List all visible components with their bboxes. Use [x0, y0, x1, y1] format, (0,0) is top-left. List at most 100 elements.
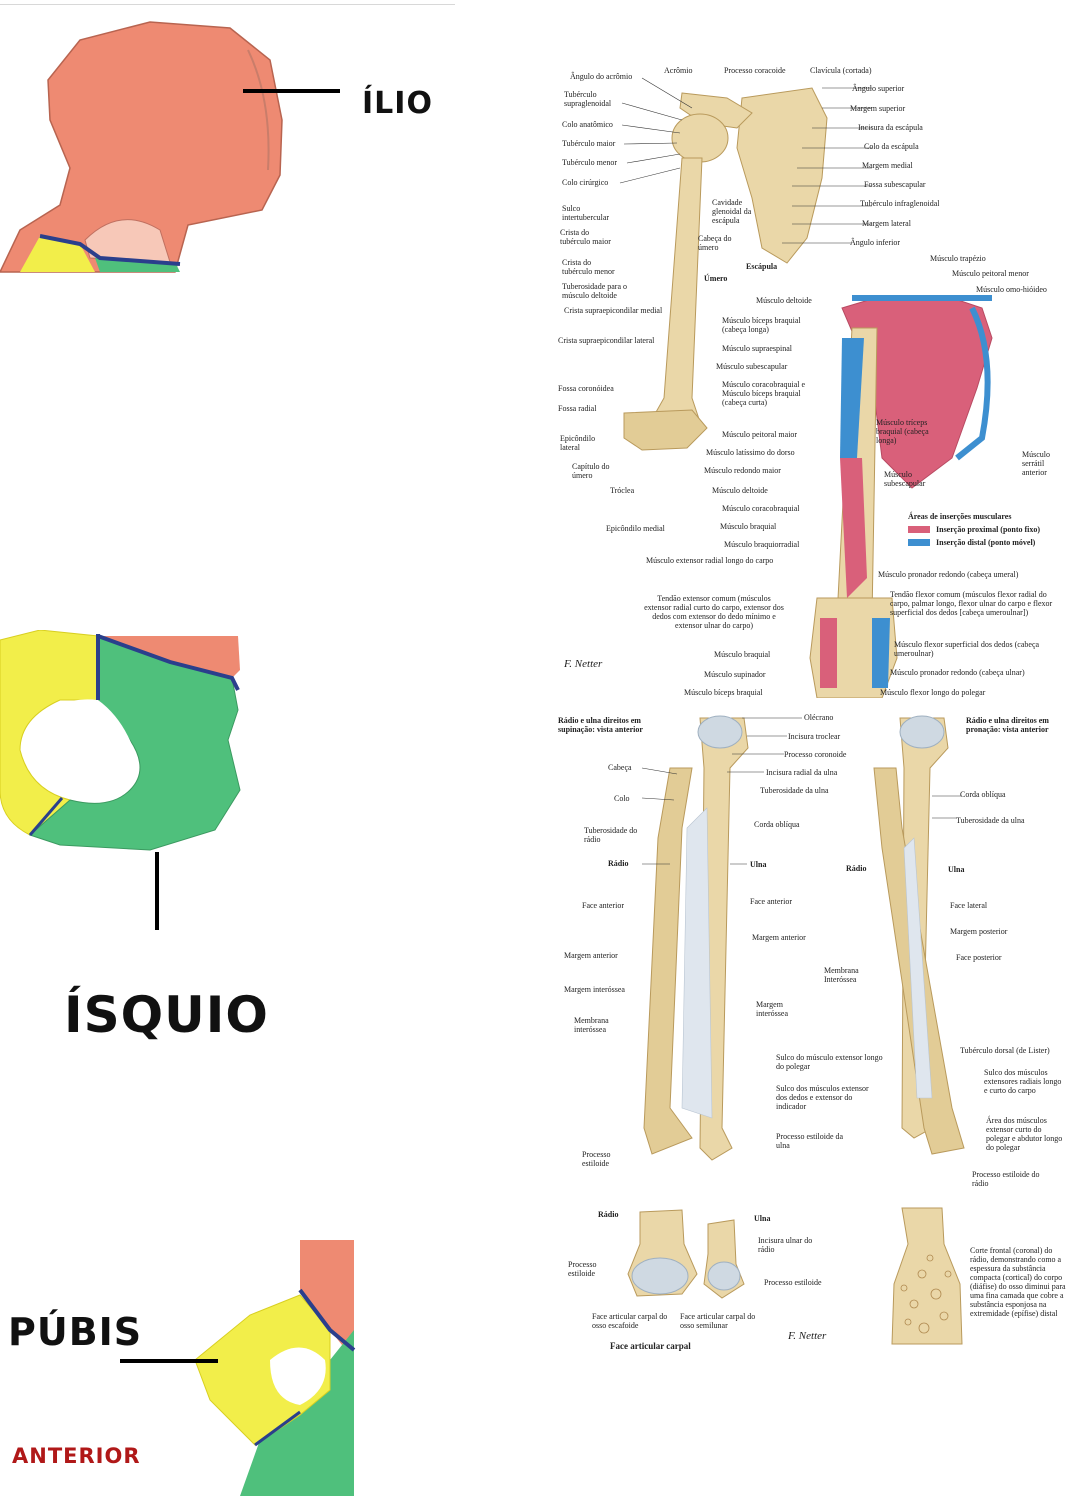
label-musculo-serratil: Músculo serrátil anterior [1022, 450, 1050, 477]
ilium-illustration [0, 21, 340, 273]
label-olecrano: Olécrano [804, 713, 834, 722]
label-musculo-peitoral-maior: Músculo peitoral maior [722, 430, 798, 439]
ilio-label: ÍLIO [362, 86, 433, 121]
label-tuberculo-lister: Tubérculo dorsal (de Lister) [960, 1046, 1050, 1055]
legend-swatch-proximal [908, 526, 930, 533]
label-musculo-biceps-longa: Músculo bíceps braquial (cabeça longa) [722, 316, 801, 334]
netter-signature-1: F. Netter [564, 658, 603, 670]
wrist-section-text: Corte frontal (coronal) do rádio, demons… [970, 1246, 1066, 1318]
label-tendao-extensor-comum: Tendão extensor comum (músculos extensor… [644, 594, 784, 630]
label-processo-coronoide: Processo coronoide [784, 750, 847, 759]
label-tuberculo-supraglenoidal: Tubérculo supraglenoidal [564, 90, 612, 108]
wrist-label-radio: Rádio [598, 1210, 619, 1219]
label-angulo-inferior: Ângulo inferior [850, 238, 900, 247]
legend-swatch-distal [908, 539, 930, 546]
wrist-label-ulna: Ulna [754, 1214, 771, 1223]
label-colo-anatomico: Colo anatômico [562, 120, 613, 129]
humerus-plate: Acrômio Processo coracoide Clavícula (co… [552, 58, 1072, 698]
label-margem-anterior-radio: Margem anterior [564, 951, 618, 960]
label-tuberculo-maior: Tubérculo maior [562, 139, 616, 148]
label-musculo-deltoide: Músculo deltoide [756, 296, 812, 305]
humerus-scapula-illustration [619, 77, 993, 698]
forearm-title-left: Rádio e ulna direitos em supinação: vist… [558, 716, 643, 734]
wrist-label-processo-estiloide-left: Processo estiloide [568, 1260, 597, 1278]
label-cavidade-glenoidal: Cavidade glenoidal da escápula [712, 198, 752, 225]
label-musculo-supraespinal: Músculo supraespinal [722, 344, 792, 353]
forearm-plate: Rádio e ulna direitos em supinação: vist… [552, 708, 1072, 1198]
label-processo-coracoide: Processo coracoide [724, 66, 786, 75]
label-corda-obliqua-2: Corda oblíqua [960, 790, 1006, 799]
label-pronador-umeral: Músculo pronador redondo (cabeça umeral) [878, 570, 1019, 579]
label-musculo-redondo-maior: Músculo redondo maior [704, 466, 781, 475]
label-musculo-omo-hioideo: Músculo omo-hióideo [976, 285, 1047, 294]
label-tuberosidade-radio: Tuberosidade do rádio [584, 826, 638, 844]
label-membrana-interossea-1: Membrana interóssea [574, 1016, 609, 1034]
radius-ulna-illustration [641, 715, 965, 1161]
label-braquial-2: Músculo braquial [714, 650, 771, 659]
label-sulco-intertubercular: Sulco intertubercular [562, 204, 610, 222]
wrist-label-face-escafoide: Face articular carpal do osso escafoide [592, 1312, 668, 1330]
label-sulco-extensores-radiais: Sulco dos músculos extensores radiais lo… [984, 1068, 1062, 1095]
label-flexor-longo-polegar: Músculo flexor longo do polegar [880, 688, 986, 697]
label-angulo-acromio: Ângulo do acrômio [570, 72, 633, 81]
label-incisura-radial-ulna: Incisura radial da ulna [766, 768, 838, 777]
label-face-anterior-radio: Face anterior [582, 901, 624, 910]
label-angulo-superior: Ângulo superior [852, 84, 905, 93]
label-tuberosidade-deltoide: Tuberosidade para o músculo deltoide [562, 282, 628, 300]
ischium-illustration [0, 630, 241, 930]
isquio-label: ÍSQUIO [64, 986, 269, 1044]
label-colo-escapula: Colo da escápula [864, 142, 919, 151]
wrist-caption: Face articular carpal [610, 1341, 691, 1351]
label-incisura-escapula: Incisura da escápula [858, 123, 923, 132]
legend-title: Áreas de inserções musculares [908, 512, 1012, 521]
label-sulco-extensor-dedos: Sulco dos músculos extensor dos dedos e … [776, 1084, 869, 1111]
label-fossa-subescapular: Fossa subescapular [864, 180, 926, 189]
label-epicondilo-lateral: Epicôndilo lateral [560, 434, 596, 452]
label-musculo-deltoide-2: Músculo deltoide [712, 486, 768, 495]
label-musculo-triceps: Músculo tríceps braquial (cabeça longa) [876, 418, 929, 445]
label-processo-estiloide-radio-2: Processo estiloide do rádio [972, 1170, 1040, 1188]
label-incisura-troclear: Incisura troclear [788, 732, 841, 741]
label-face-anterior-ulna: Face anterior [750, 897, 792, 906]
label-ulna-1: Ulna [750, 860, 767, 869]
label-margem-superior: Margem superior [850, 104, 906, 113]
label-tendao-flexor-comum: Tendão flexor comum (músculos flexor rad… [890, 590, 1053, 617]
label-pronador-ulnar: Músculo pronador redondo (cabeça ulnar) [890, 668, 1025, 677]
label-radio-1: Rádio [608, 859, 629, 868]
label-epicondilo-medial: Epicôndilo medial [606, 524, 665, 533]
label-sulco-extensor-longo: Sulco do músculo extensor longo do poleg… [776, 1053, 883, 1071]
label-musculo-braquial: Músculo braquial [720, 522, 777, 531]
label-musculo-peitoral-menor: Músculo peitoral menor [952, 269, 1029, 278]
label-musculo-braquiorradial: Músculo braquiorradial [724, 540, 800, 549]
ilio-panel: ÍLIO [0, 0, 460, 280]
label-acromio: Acrômio [664, 66, 693, 75]
isquio-panel: ÍSQUIO [0, 630, 300, 1050]
label-capitulo-umero: Capítulo do úmero [572, 462, 610, 480]
label-supinador: Músculo supinador [704, 670, 766, 679]
label-fossa-radial: Fossa radial [558, 404, 597, 413]
wrist-label-processo-estiloide-right: Processo estiloide [764, 1278, 822, 1287]
wrist-label-face-semilunar: Face articular carpal do osso semilunar [680, 1312, 756, 1330]
pubis-illustration [120, 1240, 356, 1496]
label-musculo-extensor-radial-longo: Músculo extensor radial longo do carpo [646, 556, 774, 565]
label-margem-interossea-ulna: Margem interóssea [756, 1000, 788, 1018]
netter-signature-2: F. Netter [788, 1330, 827, 1342]
label-face-lateral: Face lateral [950, 901, 988, 910]
wrist-illustration [627, 1207, 963, 1345]
label-margem-posterior: Margem posterior [950, 927, 1008, 936]
label-umero: Úmero [704, 274, 728, 283]
label-colo-cirurgico: Colo cirúrgico [562, 178, 609, 187]
label-tuberosidade-ulna: Tuberosidade da ulna [760, 786, 829, 795]
pubis-panel: PÚBIS ANTERIOR [0, 1240, 360, 1496]
label-crista-tuberculo-maior: Crista do tubérculo maior [560, 228, 611, 246]
label-musculo-trapezio: Músculo trapézio [930, 254, 986, 263]
wrist-plate: Rádio Ulna Incisura ulnar do rádio Proce… [552, 1204, 1072, 1374]
label-musculo-latissimo: Músculo latíssimo do dorso [706, 448, 795, 457]
label-ulna-2: Ulna [948, 865, 965, 874]
label-margem-lateral: Margem lateral [862, 219, 911, 228]
legend-label-proximal: Inserção proximal (ponto fixo) [936, 525, 1041, 534]
label-tuberculo-menor: Tubérculo menor [562, 158, 618, 167]
label-troclea: Tróclea [610, 486, 635, 495]
label-area-extensor-curto: Área dos músculos extensor curto do pole… [986, 1116, 1063, 1152]
label-cabeca: Cabeça [608, 763, 632, 772]
